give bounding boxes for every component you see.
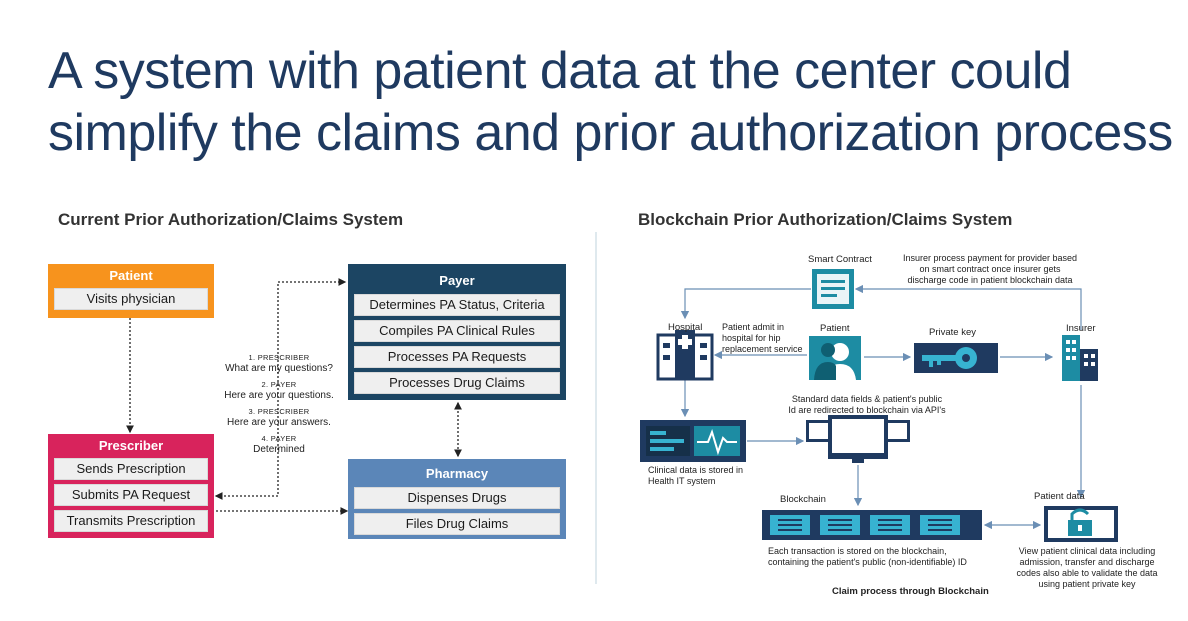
insurer-icon bbox=[1058, 331, 1102, 381]
smart-contract-icon bbox=[812, 269, 854, 309]
step-caption: 3. PRESCRIBER bbox=[248, 407, 310, 416]
prescriber-row: Sends Prescription bbox=[54, 458, 208, 480]
step-text: What are my questions? bbox=[225, 363, 333, 374]
patient-admit-note: Patient admit in hospital for hip replac… bbox=[722, 322, 803, 354]
step-text: Here are your answers. bbox=[227, 417, 331, 428]
title-line-1: A system with patient data at the center… bbox=[48, 42, 1072, 100]
pharmacy-row: Dispenses Drugs bbox=[354, 487, 560, 509]
view-patient-note: View patient clinical data including adm… bbox=[1016, 546, 1158, 589]
step-text: Here are your questions. bbox=[224, 390, 334, 401]
payer-box: Payer Determines PA Status, Criteria Com… bbox=[348, 264, 566, 400]
pharmacy-title: Pharmacy bbox=[425, 466, 489, 481]
standard-data-note: Standard data fields & patient's public … bbox=[788, 394, 946, 415]
key-icon bbox=[914, 343, 998, 373]
payer-row: Processes Drug Claims bbox=[354, 372, 560, 394]
smart-contract-label: Smart Contract bbox=[808, 254, 872, 265]
prescriber-row: Submits PA Request bbox=[54, 484, 208, 506]
hospital-label: Hospital bbox=[668, 322, 703, 333]
section-divider bbox=[595, 232, 597, 584]
page-title: A system with patient data at the center… bbox=[48, 40, 1173, 164]
patient-row: Visits physician bbox=[54, 288, 208, 310]
patient-icon bbox=[809, 336, 861, 380]
prescriber-row: Transmits Prescription bbox=[54, 510, 208, 532]
step-caption: 4. PAYER bbox=[261, 434, 297, 443]
contract-to-hospital-arrow bbox=[680, 288, 811, 320]
patient-box: Patient Visits physician bbox=[48, 264, 214, 318]
patient-data-label: Patient data bbox=[1034, 491, 1085, 502]
step-text: Determined bbox=[253, 444, 305, 455]
blockchain-icon bbox=[762, 510, 982, 540]
pharmacy-box: Pharmacy Dispenses Drugs Files Drug Clai… bbox=[348, 459, 566, 539]
payer-row: Determines PA Status, Criteria bbox=[354, 294, 560, 316]
exchange-steps: 1. PRESCRIBER What are my questions? 2. … bbox=[218, 352, 340, 460]
step-caption: 1. PRESCRIBER bbox=[248, 353, 310, 362]
diagram-caption: Claim process through Blockchain bbox=[832, 586, 989, 597]
payer-row: Compiles PA Clinical Rules bbox=[354, 320, 560, 342]
pharmacy-row: Files Drug Claims bbox=[354, 513, 560, 535]
insurer-label: Insurer bbox=[1066, 323, 1096, 334]
prescriber-box: Prescriber Sends Prescription Submits PA… bbox=[48, 434, 214, 538]
title-line-2: simplify the claims and prior authorizat… bbox=[48, 104, 1173, 162]
each-transaction-note: Each transaction is stored on the blockc… bbox=[768, 546, 967, 567]
api-screens-icon bbox=[806, 415, 910, 463]
insurer-to-contract-arrow bbox=[854, 284, 1082, 330]
prescriber-title: Prescriber bbox=[98, 438, 164, 453]
blockchain-system-heading: Blockchain Prior Authorization/Claims Sy… bbox=[638, 210, 1013, 229]
step-caption: 2. PAYER bbox=[261, 380, 297, 389]
prescriber-payer-arrow bbox=[214, 278, 347, 500]
private-key-label: Private key bbox=[929, 327, 976, 338]
current-system-heading: Current Prior Authorization/Claims Syste… bbox=[58, 210, 404, 229]
hospital-icon bbox=[656, 330, 714, 381]
patient-title: Patient bbox=[109, 268, 153, 283]
payer-row: Processes PA Requests bbox=[354, 346, 560, 368]
patient-label: Patient bbox=[820, 323, 850, 334]
lock-icon bbox=[1044, 506, 1118, 542]
insurer-process-note: Insurer process payment for provider bas… bbox=[902, 253, 1078, 285]
payer-title: Payer bbox=[439, 273, 475, 288]
blockchain-label: Blockchain bbox=[780, 494, 826, 505]
clinical-data-note: Clinical data is stored in Health IT sys… bbox=[648, 465, 744, 486]
health-it-icon bbox=[640, 420, 746, 462]
